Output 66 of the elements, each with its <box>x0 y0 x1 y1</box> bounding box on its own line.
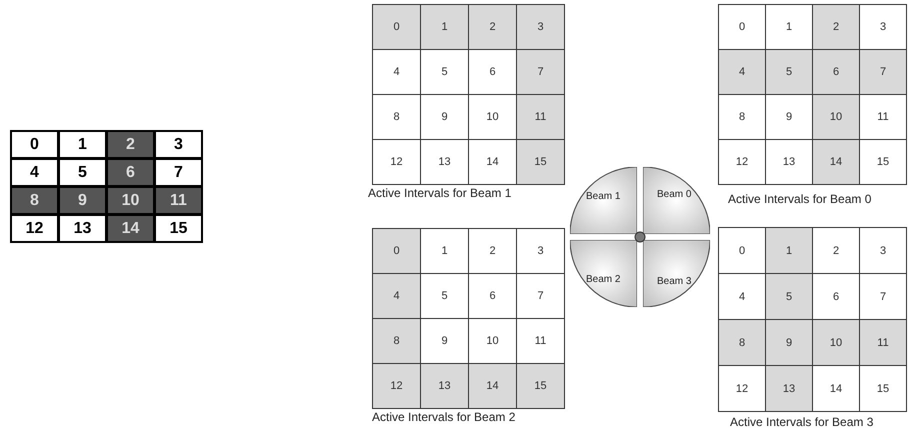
interval-cell: 0 <box>372 228 421 274</box>
interval-cell: 10 <box>812 94 860 140</box>
grid-caption: Active Intervals for Beam 2 <box>372 410 516 424</box>
interval-cell: 8 <box>372 318 421 364</box>
interval-cell: 1 <box>420 4 469 50</box>
interval-cell: 12 <box>372 139 421 185</box>
beam-label: Beam 1 <box>586 191 620 202</box>
beam-sector <box>570 167 637 234</box>
interval-cell: 5 <box>765 273 813 320</box>
index-cell: 7 <box>154 158 203 187</box>
index-cell: 15 <box>154 214 203 243</box>
beam-sector <box>570 240 637 307</box>
index-cell: 0 <box>10 130 59 159</box>
interval-cell: 14 <box>812 139 860 185</box>
index-cell: 2 <box>106 130 155 159</box>
interval-cell: 12 <box>372 363 421 409</box>
interval-cell: 10 <box>812 319 860 366</box>
interval-cell: 7 <box>859 49 907 95</box>
interval-cell: 4 <box>718 49 766 95</box>
index-cell: 9 <box>58 186 107 215</box>
index-cell: 1 <box>58 130 107 159</box>
interval-cell: 13 <box>765 365 813 412</box>
interval-cell: 12 <box>718 365 766 412</box>
interval-cell: 13 <box>420 363 469 409</box>
index-cell: 4 <box>10 158 59 187</box>
interval-cell: 2 <box>812 4 860 50</box>
beam-label: Beam 0 <box>657 189 692 200</box>
interval-cell: 3 <box>859 227 907 274</box>
beam-label: Beam 3 <box>657 276 692 287</box>
interval-cell: 0 <box>718 227 766 274</box>
interval-cell: 3 <box>516 228 565 274</box>
interval-cell: 14 <box>468 363 517 409</box>
beam-sector <box>643 167 710 234</box>
index-cell: 12 <box>10 214 59 243</box>
interval-cell: 3 <box>859 4 907 50</box>
index-cell: 5 <box>58 158 107 187</box>
interval-cell: 12 <box>718 139 766 185</box>
interval-cell: 8 <box>718 319 766 366</box>
index-cell: 8 <box>10 186 59 215</box>
interval-cell: 0 <box>372 4 421 50</box>
index-cell: 3 <box>154 130 203 159</box>
interval-cell: 7 <box>516 49 565 95</box>
interval-cell: 6 <box>812 49 860 95</box>
interval-cell: 4 <box>372 273 421 319</box>
interval-cell: 5 <box>765 49 813 95</box>
grid-caption: Active Intervals for Beam 1 <box>368 186 512 200</box>
interval-cell: 9 <box>765 319 813 366</box>
interval-cell: 3 <box>516 4 565 50</box>
interval-cell: 15 <box>516 139 565 185</box>
interval-cell: 11 <box>859 319 907 366</box>
interval-cell: 15 <box>859 139 907 185</box>
interval-cell: 11 <box>516 94 565 140</box>
index-cell: 13 <box>58 214 107 243</box>
beam-label: Beam 2 <box>586 274 620 285</box>
grid-caption: Active Intervals for Beam 0 <box>728 192 872 206</box>
beam-sector <box>643 240 710 307</box>
interval-cell: 15 <box>859 365 907 412</box>
interval-cell: 0 <box>718 4 766 50</box>
interval-cell: 1 <box>765 227 813 274</box>
interval-cell: 2 <box>468 4 517 50</box>
grid-caption: Active Intervals for Beam 3 <box>730 415 874 429</box>
index-cell: 11 <box>154 186 203 215</box>
interval-cell: 15 <box>516 363 565 409</box>
index-cell: 10 <box>106 186 155 215</box>
index-cell: 6 <box>106 158 155 187</box>
index-cell: 14 <box>106 214 155 243</box>
